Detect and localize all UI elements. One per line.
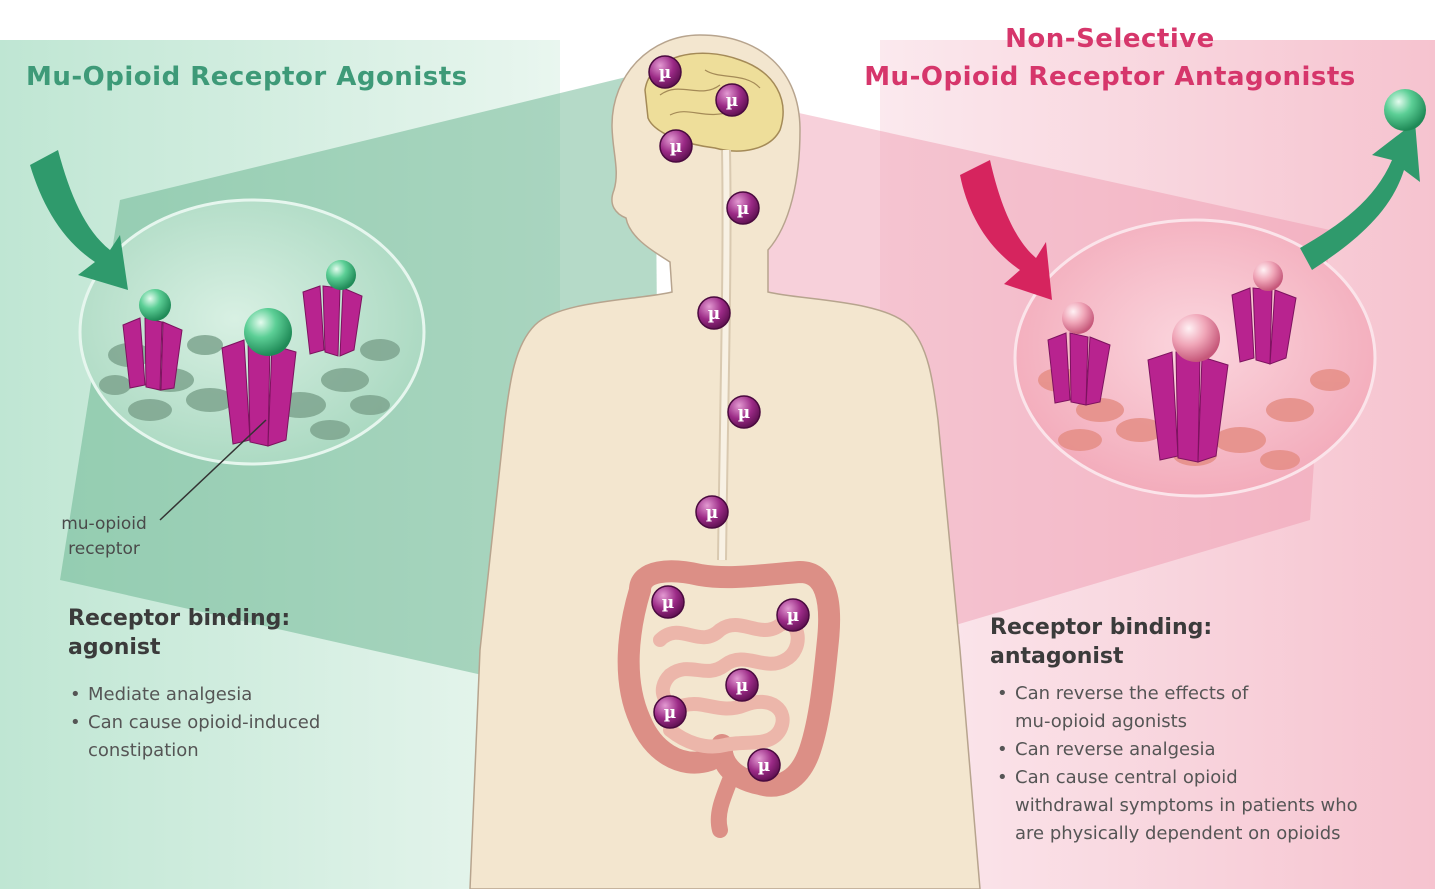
mu-symbol: µ (706, 503, 718, 523)
mu-symbol: µ (659, 63, 671, 83)
bullet-item: Mediate analgesia (64, 681, 320, 709)
bullet-line: Can cause opioid-induced (88, 709, 320, 737)
mu-receptor-marker: µ (660, 130, 692, 162)
mu-receptor-marker: µ (649, 56, 681, 88)
bullet-line: Can reverse analgesia (1015, 736, 1358, 764)
mu-receptor-marker: µ (726, 669, 758, 701)
mu-symbol: µ (726, 91, 738, 111)
mu-symbol: µ (738, 403, 750, 423)
mu-symbol: µ (670, 137, 682, 157)
mu-receptor-marker: µ (696, 496, 728, 528)
mu-receptor-marker: µ (654, 696, 686, 728)
receptor-callout-label: mu-opioid receptor (40, 512, 168, 562)
antagonist-heading-line2: antagonist (990, 642, 1212, 671)
bullet-item: Can reverse analgesia (991, 736, 1358, 764)
bullet-line: Can reverse the effects of (1015, 680, 1358, 708)
agonist-heading-line2: agonist (68, 633, 290, 662)
mu-receptor-marker: µ (716, 84, 748, 116)
mu-receptor-marker: µ (652, 586, 684, 618)
mu-receptor-marker: µ (748, 749, 780, 781)
mu-symbol: µ (758, 756, 770, 776)
mu-symbol: µ (736, 676, 748, 696)
bullet-line: Mediate analgesia (88, 681, 320, 709)
mu-symbol: µ (787, 606, 799, 626)
mu-receptor-marker: µ (727, 192, 759, 224)
receptor-callout-line2: receptor (40, 537, 168, 562)
mu-receptor-marker: µ (728, 396, 760, 428)
mu-symbol: µ (662, 593, 674, 613)
mu-receptor-marker: µ (777, 599, 809, 631)
bullet-line: Can cause central opioid (1015, 764, 1358, 792)
agonist-bullet-list: Mediate analgesiaCan cause opioid-induce… (64, 681, 320, 765)
agonist-heading-line1: Receptor binding: (68, 604, 290, 633)
bullet-line: constipation (88, 737, 320, 765)
agonists-title: Mu-Opioid Receptor Agonists (26, 62, 468, 92)
bullet-line: are physically dependent on opioids (1015, 820, 1358, 848)
mu-symbol: µ (664, 703, 676, 723)
bullet-line: withdrawal symptoms in patients who (1015, 792, 1358, 820)
agonist-heading: Receptor binding: agonist (68, 604, 290, 662)
receptor-callout-line1: mu-opioid (40, 512, 168, 537)
antagonists-title-line1: Non-Selective (852, 24, 1368, 54)
mu-receptor-marker: µ (698, 297, 730, 329)
antagonists-title-line2: Mu-Opioid Receptor Antagonists (852, 62, 1368, 92)
antagonist-heading-line1: Receptor binding: (990, 613, 1212, 642)
mu-symbol: µ (737, 199, 749, 219)
bullet-line: mu-opioid agonists (1015, 708, 1358, 736)
antagonist-heading: Receptor binding: antagonist (990, 613, 1212, 671)
mu-symbol: µ (708, 304, 720, 324)
